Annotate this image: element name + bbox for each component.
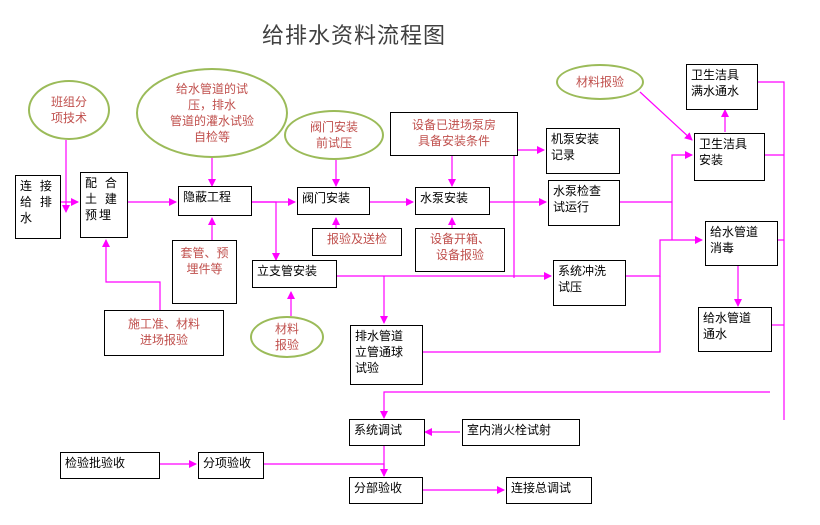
node-lianjie: 连 接 给 排 水 — [15, 175, 61, 239]
node-famen: 阀门安装 — [297, 187, 370, 215]
note-shigong: 施工准、材料 进场报验 — [104, 310, 224, 356]
node-fire-hydrant: 室内消火栓试射 — [462, 419, 580, 446]
arrow-yinbi-lizhi — [252, 201, 280, 261]
arrow-paishui-right — [423, 276, 661, 353]
arrow-material-weisheng — [639, 91, 693, 141]
arrow-branch-jibeng — [513, 146, 545, 278]
note-equip-ready: 设备已进场泵房 具备安装条件 — [390, 112, 518, 156]
node-system-debug: 系统调试 — [349, 419, 425, 446]
note-baoyan: 报验及送检 — [312, 228, 402, 256]
right-trunk-top — [758, 81, 785, 420]
node-weisheng-fill: 卫生洁具 满水通水 — [686, 64, 758, 110]
arrow-check-weisheng — [671, 151, 693, 240]
oval-material-top: 材料报验 — [556, 64, 644, 100]
arrow-subitem-subpart — [264, 463, 385, 476]
node-inspection: 检验批验收 — [60, 452, 160, 479]
arrow-flush-right — [626, 236, 703, 277]
node-subitem: 分项验收 — [198, 452, 264, 479]
node-shuibeng: 水泵安装 — [415, 187, 490, 215]
note-taoguan: 套管、预 埋件等 — [172, 240, 237, 304]
node-paishui: 排水管道 立管通球 试验 — [350, 325, 423, 385]
oval-jishui-test: 给水管道的试 压，排水 管道的灌水试验 自检等 — [136, 68, 288, 158]
node-jishui-flow: 给水管道 通水 — [698, 307, 772, 352]
arrow-shigong-peihe — [102, 239, 161, 310]
oval-banzu: 班组分 项技术 — [28, 80, 110, 140]
node-yinbi: 隐蔽工程 — [178, 186, 252, 216]
arrow-trunk-debug — [380, 391, 770, 419]
node-jishui-disinfect: 给水管道 消毒 — [705, 221, 778, 266]
oval-material-bottom: 材料 报验 — [250, 316, 324, 358]
node-shuibeng-check: 水泵检查 试运行 — [548, 180, 620, 226]
node-flush: 系统冲洗 试压 — [553, 260, 626, 306]
note-kaixiang: 设备开箱、 设备报验 — [415, 228, 505, 272]
page-title: 给排水资料流程图 — [262, 24, 447, 49]
node-weisheng-install: 卫生洁具 安装 — [694, 133, 765, 181]
oval-famen-pretest: 阀门安装 前试压 — [284, 110, 384, 160]
node-peihe: 配 合 土 建 预埋 — [80, 172, 128, 238]
node-lizhi: 立支管安装 — [252, 260, 337, 288]
node-subpart: 分部验收 — [349, 477, 423, 504]
node-jibeng-record: 机泵安装 记录 — [546, 128, 620, 174]
node-final-debug: 连接总调试 — [506, 477, 592, 504]
